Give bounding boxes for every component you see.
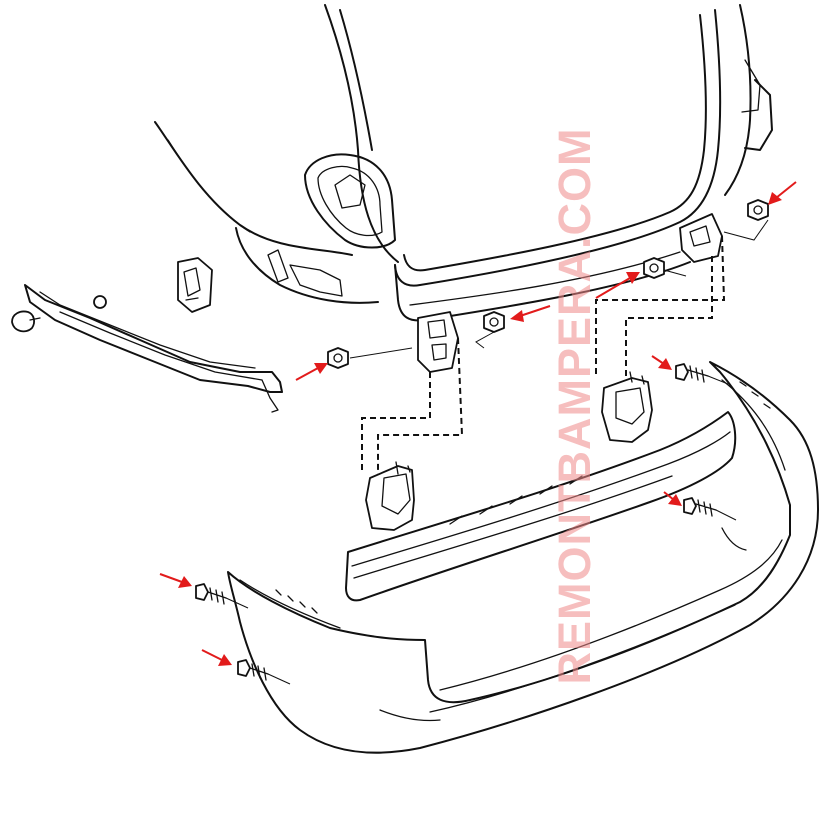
- nut-center-right: [643, 257, 687, 279]
- arrow-to-center-nut: [510, 305, 551, 322]
- nut-center: [475, 311, 505, 349]
- bumper-bracket-left: [365, 461, 415, 531]
- nut-right: [723, 199, 769, 241]
- arrow-to-center-right-nut: [595, 272, 640, 299]
- screw-top-right: [675, 363, 729, 385]
- screw-left-lower: [237, 659, 291, 685]
- screw-middle-right: [683, 497, 737, 521]
- arrow-to-left-nut: [295, 363, 328, 381]
- car-body-rear: [154, 4, 773, 373]
- screw-left-upper: [195, 583, 249, 609]
- bumper-reinforcement-beam: [345, 411, 737, 602]
- nut-left: [327, 347, 413, 369]
- bumper-cover: [227, 361, 819, 754]
- arrow-to-right-nut: [768, 181, 797, 205]
- side-guide-rail: [11, 284, 283, 413]
- arrow-to-middle-right-screw: [663, 491, 682, 506]
- assembly-dashed-lines: [361, 235, 726, 490]
- arrow-to-left-upper-screw: [159, 573, 192, 588]
- body-clip: [177, 257, 213, 313]
- arrow-to-top-right-screw: [651, 355, 672, 370]
- arrow-to-left-lower-screw: [201, 649, 232, 666]
- bumper-bracket-right: [601, 371, 653, 443]
